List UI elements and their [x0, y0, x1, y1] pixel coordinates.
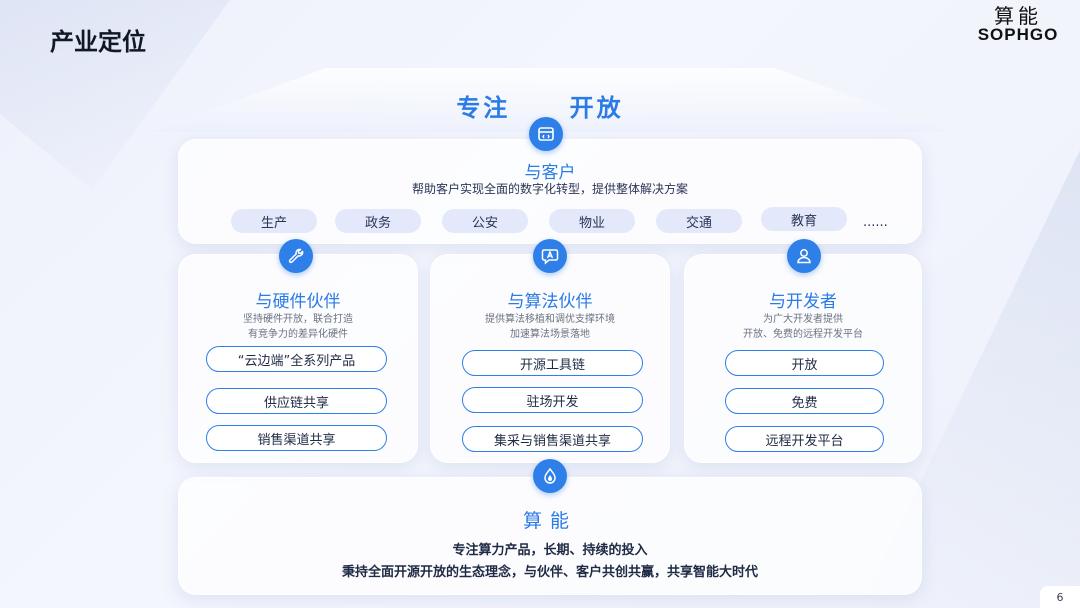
- developer-desc-1: 为广大开发者提供: [763, 314, 843, 325]
- customers-title: 与客户: [524, 163, 576, 183]
- hardware-item: 供应链共享: [206, 388, 387, 414]
- algorithm-partner-desc-2: 加速算法场景落地: [510, 329, 590, 340]
- algorithm-partner-title: 与算法伙伴: [507, 292, 593, 312]
- wrench-icon: [279, 239, 313, 273]
- foundation-line-1: 专注算力产品，长期、持续的投入: [452, 543, 648, 558]
- algorithm-item: 集采与销售渠道共享: [462, 426, 643, 452]
- slogan: 专注 开放: [0, 88, 1080, 123]
- industry-pill: 交通: [656, 209, 742, 233]
- algorithm-chat-icon: [533, 239, 567, 273]
- algorithm-partner-desc-1: 提供算法移植和调优支撑环境: [485, 314, 615, 325]
- industry-pill: 政务: [335, 209, 421, 233]
- algorithm-item: 驻场开发: [462, 387, 643, 413]
- foundation-panel: 算能 专注算力产品，长期、持续的投入 秉持全面开源开放的生态理念，与伙伴、客户共…: [178, 477, 922, 595]
- user-icon: [787, 239, 821, 273]
- sophgo-flame-icon: [533, 459, 567, 493]
- developer-item: 免费: [725, 388, 884, 414]
- logo-cn-text: 算能: [994, 4, 1042, 28]
- page-title: 产业定位: [50, 28, 146, 56]
- developer-title: 与开发者: [769, 292, 837, 312]
- page-number: 6: [1040, 586, 1080, 608]
- foundation-title: 算能: [522, 510, 577, 532]
- slogan-focus: 专注: [456, 94, 511, 122]
- logo-en-text: SOPHGO: [977, 25, 1059, 44]
- hardware-partner-card: 与硬件伙伴 坚持硬件开放，联合打造 有竞争力的差异化硬件 “云边端”全系列产品 …: [178, 254, 418, 463]
- industry-pill: 物业: [549, 209, 635, 233]
- hardware-partner-desc-2: 有竞争力的差异化硬件: [248, 329, 348, 340]
- hardware-partner-desc-1: 坚持硬件开放，联合打造: [243, 314, 353, 325]
- developer-item: 远程开发平台: [725, 426, 884, 452]
- developer-card: 与开发者 为广大开发者提供 开放、免费的远程开发平台 开放 免费 远程开发平台: [684, 254, 922, 463]
- hardware-item: 销售渠道共享: [206, 425, 387, 451]
- industry-pill: 公安: [442, 209, 528, 233]
- hardware-partner-title: 与硬件伙伴: [255, 292, 341, 312]
- algorithm-partner-card: 与算法伙伴 提供算法移植和调优支撑环境 加速算法场景落地 开源工具链 驻场开发 …: [430, 254, 670, 463]
- sophgo-logo: 算能 SOPHGO: [968, 6, 1068, 46]
- store-icon: [529, 117, 563, 151]
- algorithm-item: 开源工具链: [462, 350, 643, 376]
- hardware-item: “云边端”全系列产品: [206, 346, 387, 372]
- slogan-open: 开放: [569, 94, 624, 122]
- industry-pill: 教育: [761, 207, 847, 231]
- customers-desc: 帮助客户实现全面的数字化转型，提供整体解决方案: [411, 182, 688, 196]
- industry-more: ......: [863, 215, 888, 230]
- customers-panel: 与客户 帮助客户实现全面的数字化转型，提供整体解决方案 生产 政务 公安 物业 …: [178, 139, 922, 244]
- industry-pill: 生产: [231, 209, 317, 233]
- foundation-line-2: 秉持全面开源开放的生态理念，与伙伴、客户共创共赢，共享智能大时代: [341, 565, 758, 580]
- developer-desc-2: 开放、免费的远程开发平台: [743, 329, 863, 340]
- developer-item: 开放: [725, 350, 884, 376]
